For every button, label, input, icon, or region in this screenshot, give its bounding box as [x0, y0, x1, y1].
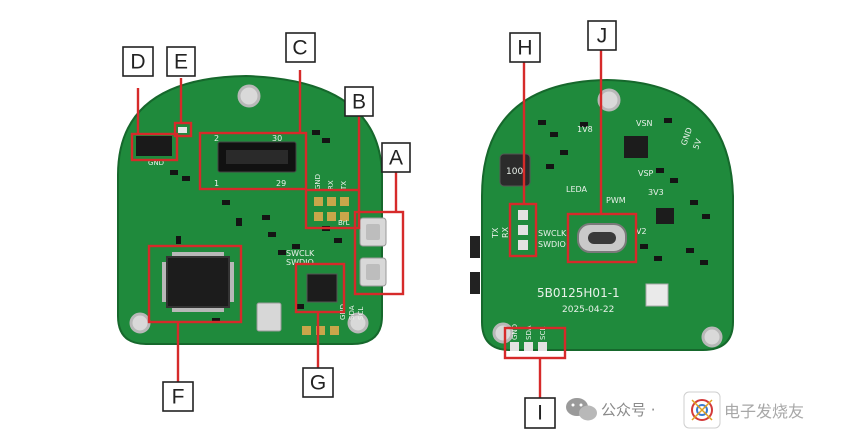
front-mount-hole-top — [237, 84, 261, 108]
front-pin-header — [314, 197, 349, 221]
front-silk-gnd-d: GND — [148, 159, 164, 167]
label-h: H — [509, 32, 541, 63]
outline-e — [173, 121, 193, 138]
back-passives — [538, 118, 710, 265]
outline-a — [353, 210, 405, 296]
label-b: B — [344, 86, 374, 117]
back-silk-i-sda: SDA — [525, 325, 533, 340]
front-silk-pin29: 29 — [276, 179, 286, 188]
front-board-body — [117, 74, 383, 345]
back-silk-swclk: SWCLK — [538, 229, 567, 238]
front-silk-pin30: 30 — [272, 134, 282, 143]
back-mount-hole-left — [492, 322, 514, 344]
back-silk-1v8: 1V8 — [577, 125, 593, 134]
label-g: G — [302, 367, 334, 398]
front-silk-scl: SCL — [357, 307, 365, 320]
svg-text:A: A — [389, 147, 403, 170]
front-silk-conn-gnd: GND — [314, 174, 322, 190]
front-silk-swdio: SWDIO — [286, 258, 314, 267]
label-d: D — [122, 46, 154, 77]
front-mount-hole-left — [129, 312, 151, 334]
back-silk-vsp: VSP — [638, 169, 654, 178]
front-connector-d — [136, 136, 172, 156]
svg-text:C: C — [292, 37, 307, 60]
back-silk-i-gnd: GND — [511, 324, 519, 340]
back-mount-hole-top — [597, 88, 621, 112]
front-crystal — [256, 302, 282, 332]
outline-c — [198, 131, 308, 191]
front-side-buttons — [359, 217, 387, 287]
front-silk-pin2: 2 — [214, 134, 219, 143]
front-silk-swclk: SWCLK — [286, 249, 315, 258]
back-silk-rx: RX — [501, 226, 510, 238]
back-button-stub-2 — [470, 272, 480, 294]
back-silk-inductor: 100 — [506, 167, 523, 177]
back-silk-v2: V2 — [636, 227, 647, 236]
back-silk-board-id: 5B0125H01-1 — [537, 286, 620, 300]
watermark: 公众号 · 电子发烧友 — [566, 391, 804, 429]
wechat-icon — [566, 398, 597, 421]
back-silk-3v3: 3V3 — [648, 188, 664, 197]
front-silk-pin1: 1 — [214, 179, 219, 188]
outline-g — [294, 262, 346, 314]
front-qfn-chip — [306, 273, 338, 303]
watermark-text: 公众号 · — [601, 401, 656, 419]
svg-text:I: I — [537, 402, 543, 425]
back-silk-leda: LEDA — [566, 185, 588, 194]
brand-logo-icon — [683, 391, 721, 429]
front-mcu-chip — [166, 256, 230, 308]
front-silk-brl: BrL — [338, 219, 350, 227]
back-silk-swdio: SWDIO — [538, 240, 566, 249]
letter-labels: A B C D E F G H — [122, 20, 617, 429]
back-silk-i-scl: SCL — [539, 327, 547, 340]
back-silk-5v: 5V — [691, 137, 703, 150]
back-i2c-pads — [510, 342, 547, 351]
svg-text:J: J — [597, 25, 608, 48]
outline-d — [130, 132, 179, 162]
label-i: I — [524, 397, 556, 429]
front-annotations — [130, 70, 405, 382]
watermark-brand: 电子发烧友 — [724, 402, 804, 421]
svg-text:H: H — [517, 37, 532, 60]
label-f: F — [162, 381, 194, 412]
back-silk-vsn: VSN — [636, 119, 653, 128]
outline-b — [304, 188, 361, 230]
label-c: C — [285, 32, 316, 63]
back-silk-pwm: PWM — [606, 196, 626, 205]
label-j: J — [587, 20, 617, 51]
outline-f — [147, 244, 243, 324]
front-mcu-pads — [162, 252, 234, 312]
svg-text:B: B — [352, 91, 366, 114]
outline-i — [503, 326, 567, 360]
back-button-stub-1 — [470, 236, 480, 258]
back-mount-hole-right — [701, 326, 723, 348]
front-component-e — [178, 127, 187, 133]
back-silk-tx: TX — [491, 227, 500, 239]
front-mount-hole-right — [347, 312, 369, 334]
front-silk-sda: SDA — [348, 305, 356, 320]
front-silk-conn-tx: TX — [340, 181, 348, 191]
back-ic-top — [624, 136, 648, 158]
back-white-part — [645, 283, 669, 307]
front-board: GND 2 30 1 29 GND RX TX BrL — [117, 74, 387, 345]
back-ic-mid — [656, 208, 674, 224]
label-a: A — [381, 142, 411, 173]
back-annotations — [503, 50, 638, 398]
svg-text:E: E — [174, 51, 188, 74]
label-e: E — [166, 46, 196, 77]
back-silk-date: 2025-04-22 — [562, 305, 614, 315]
back-inductor — [499, 153, 531, 187]
back-debug-pads — [518, 210, 528, 250]
svg-text:F: F — [172, 386, 185, 409]
svg-text:G: G — [310, 372, 326, 395]
front-silk-conn-rx: RX — [327, 180, 335, 190]
svg-text:D: D — [130, 51, 145, 74]
front-test-pads — [302, 326, 339, 335]
